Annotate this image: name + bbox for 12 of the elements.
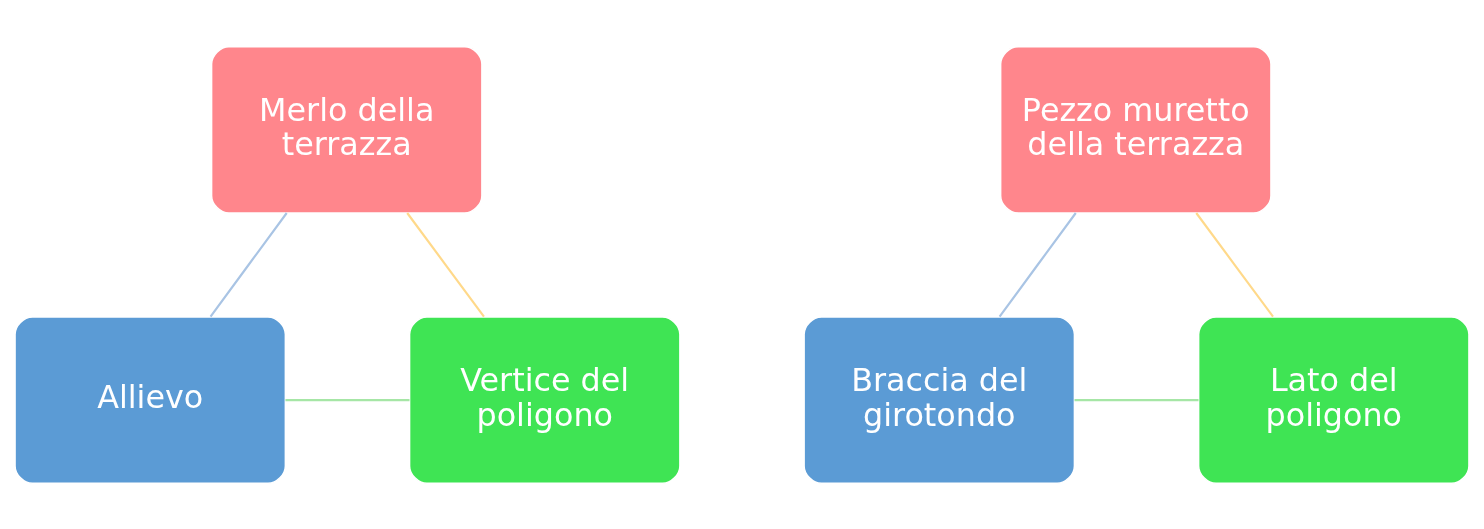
connector <box>998 211 1077 317</box>
connector <box>406 211 485 317</box>
node-box: Vertice del poligono <box>408 315 681 484</box>
node-box: Lato del poligono <box>1197 315 1470 484</box>
connector <box>1195 211 1274 317</box>
node-box: Pezzo muretto della terrazza <box>999 45 1272 214</box>
connector <box>209 211 288 317</box>
connector <box>285 398 410 401</box>
node-box: Braccia del girotondo <box>803 315 1076 484</box>
node-box: Merlo della terrazza <box>210 45 483 214</box>
node-box: Allievo <box>14 315 287 484</box>
connector <box>1074 398 1199 401</box>
